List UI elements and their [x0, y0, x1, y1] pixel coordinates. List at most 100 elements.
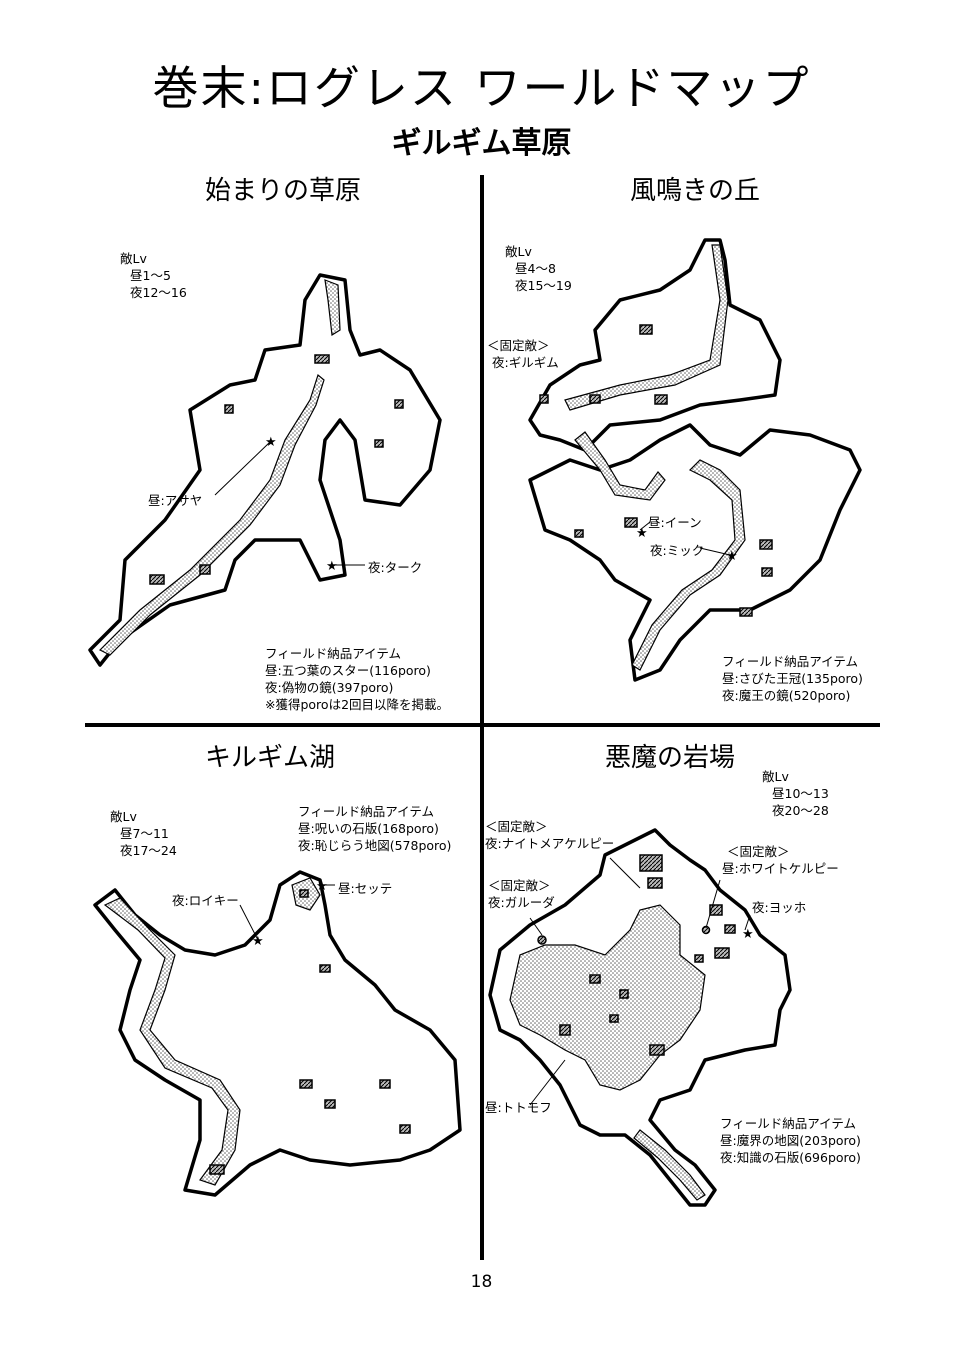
rock	[724, 924, 736, 934]
page-subtitle: ギルギム草原	[391, 126, 572, 161]
night-lv: 夜17～24	[120, 843, 177, 858]
day-lv: 昼4～8	[515, 261, 556, 276]
leader-iin	[639, 521, 651, 531]
night-lv: 夜15～19	[515, 278, 572, 293]
rock	[299, 1079, 313, 1089]
rock	[149, 574, 165, 585]
star-icon: ★	[636, 526, 648, 541]
map-kirugimu-road	[103, 897, 241, 1186]
items-header: フィールド納品アイテム	[722, 654, 859, 669]
day-lv: 昼1～5	[130, 268, 171, 283]
rock	[761, 567, 773, 577]
rock	[694, 954, 704, 963]
items-day: 昼:五つ葉のスター(116poro)	[265, 663, 431, 678]
fixed-enemy-label: ＜固定敵＞	[485, 819, 548, 834]
items-night: 夜:偽物の鏡(397poro)	[265, 680, 394, 695]
fixed-enemy: 昼:ホワイトケルピー	[722, 861, 839, 876]
page-title: 巻末:ログレス ワールドマップ	[152, 61, 811, 115]
npc-sette: 昼:セッテ	[338, 881, 393, 896]
area-title-hajimari: 始まりの草原	[205, 176, 362, 206]
divider-horizontal	[85, 723, 880, 727]
rock	[537, 935, 547, 945]
rock	[199, 564, 211, 575]
day-lv: 昼10～13	[772, 786, 829, 801]
rock	[709, 904, 723, 916]
leader-yokko	[744, 914, 751, 931]
akuma-items: フィールド納品アイテム 昼:魔界の地図(203poro) 夜:知識の石版(696…	[720, 1115, 861, 1166]
rock	[539, 394, 549, 404]
rock	[299, 889, 309, 898]
rock	[224, 404, 234, 414]
enemy-lv-label: 敵Lv	[505, 244, 532, 259]
star-icon: ★	[265, 435, 277, 450]
rock	[319, 964, 331, 973]
star-icon: ★	[726, 549, 738, 564]
leader-roiki	[239, 904, 259, 941]
leader-asaya	[214, 441, 271, 496]
map-hajimari-road	[98, 373, 325, 656]
items-night: 夜:魔王の鏡(520poro)	[722, 688, 851, 703]
akuma-fixed-1: ＜固定敵＞ 夜:ナイトメアケルピー	[485, 818, 614, 852]
rock	[374, 439, 384, 448]
night-lv: 夜20～28	[772, 803, 829, 818]
leader-fixed-3	[529, 917, 543, 936]
map-kazanaki-road	[564, 244, 729, 411]
kirugimu-enemy-lv: 敵Lv 昼7～11 夜17～24	[110, 808, 177, 859]
rock	[609, 1014, 619, 1023]
npc-mikku: 夜:ミック	[650, 543, 705, 558]
map-akuma-road	[633, 1129, 706, 1201]
map-akuma-floor	[509, 904, 706, 1091]
rock	[759, 539, 773, 550]
rock	[574, 529, 584, 538]
items-night: 夜:知識の石版(696poro)	[720, 1150, 861, 1165]
map-kazanaki-road-2	[631, 459, 746, 671]
leader-fixed-1	[609, 857, 641, 889]
rock	[739, 607, 753, 617]
rock	[619, 989, 629, 999]
day-lv: 昼7～11	[120, 826, 169, 841]
rock	[654, 394, 668, 405]
fixed-enemy-label: ＜固定敵＞	[488, 878, 551, 893]
items-day: 昼:魔界の地図(203poro)	[720, 1133, 861, 1148]
fixed-enemy-label: ＜固定敵＞	[487, 338, 550, 353]
rock	[379, 1079, 391, 1089]
star-icon: ★	[316, 879, 328, 894]
rock	[314, 354, 330, 364]
fixed-enemy: 夜:ガルーダ	[488, 895, 555, 910]
rock	[589, 974, 601, 984]
hajimari-items: フィールド納品アイテム 昼:五つ葉のスター(116poro) 夜:偽物の鏡(39…	[265, 645, 449, 713]
akuma-fixed-2: ＜固定敵＞ 昼:ホワイトケルピー	[722, 843, 839, 877]
fixed-enemy: 夜:ナイトメアケルピー	[485, 836, 615, 851]
leader-tomofu	[529, 1059, 566, 1106]
rock	[714, 947, 730, 959]
rock	[209, 1164, 225, 1175]
kazanaki-fixed-enemy: ＜固定敵＞ 夜:ギルギム	[487, 337, 559, 371]
page-number: 18	[470, 1272, 493, 1292]
items-night: 夜:恥じらう地図(578poro)	[298, 838, 452, 853]
npc-asaya: 昼:アサヤ	[148, 493, 203, 508]
akuma-fixed-3: ＜固定敵＞ 夜:ガルーダ	[488, 877, 555, 911]
leader-fixed-2	[705, 879, 721, 929]
rock	[649, 1044, 665, 1056]
area-title-kazanaki: 風鳴きの丘	[630, 176, 761, 206]
items-header: フィールド納品アイテム	[298, 804, 435, 819]
kazanaki-items: フィールド納品アイテム 昼:さびた王冠(135poro) 夜:魔王の鏡(520p…	[722, 653, 863, 704]
map-hajimari-terrain	[88, 273, 442, 667]
items-header: フィールド納品アイテム	[265, 646, 402, 661]
npc-iin: 昼:イーン	[648, 515, 702, 530]
fixed-enemy: 夜:ギルギム	[492, 355, 559, 370]
rock	[639, 854, 663, 872]
enemy-lv-label: 敵Lv	[110, 809, 137, 824]
kazanaki-enemy-lv: 敵Lv 昼4～8 夜15～19	[505, 243, 572, 294]
star-icon: ★	[252, 934, 264, 949]
enemy-lv-label: 敵Lv	[120, 251, 147, 266]
enemy-lv-label: 敵Lv	[762, 769, 789, 784]
items-day: 昼:さびた王冠(135poro)	[722, 671, 863, 686]
rock	[639, 324, 653, 335]
akuma-enemy-lv: 敵Lv 昼10～13 夜20～28	[762, 768, 829, 819]
rock	[324, 1099, 336, 1109]
rock	[589, 394, 601, 404]
